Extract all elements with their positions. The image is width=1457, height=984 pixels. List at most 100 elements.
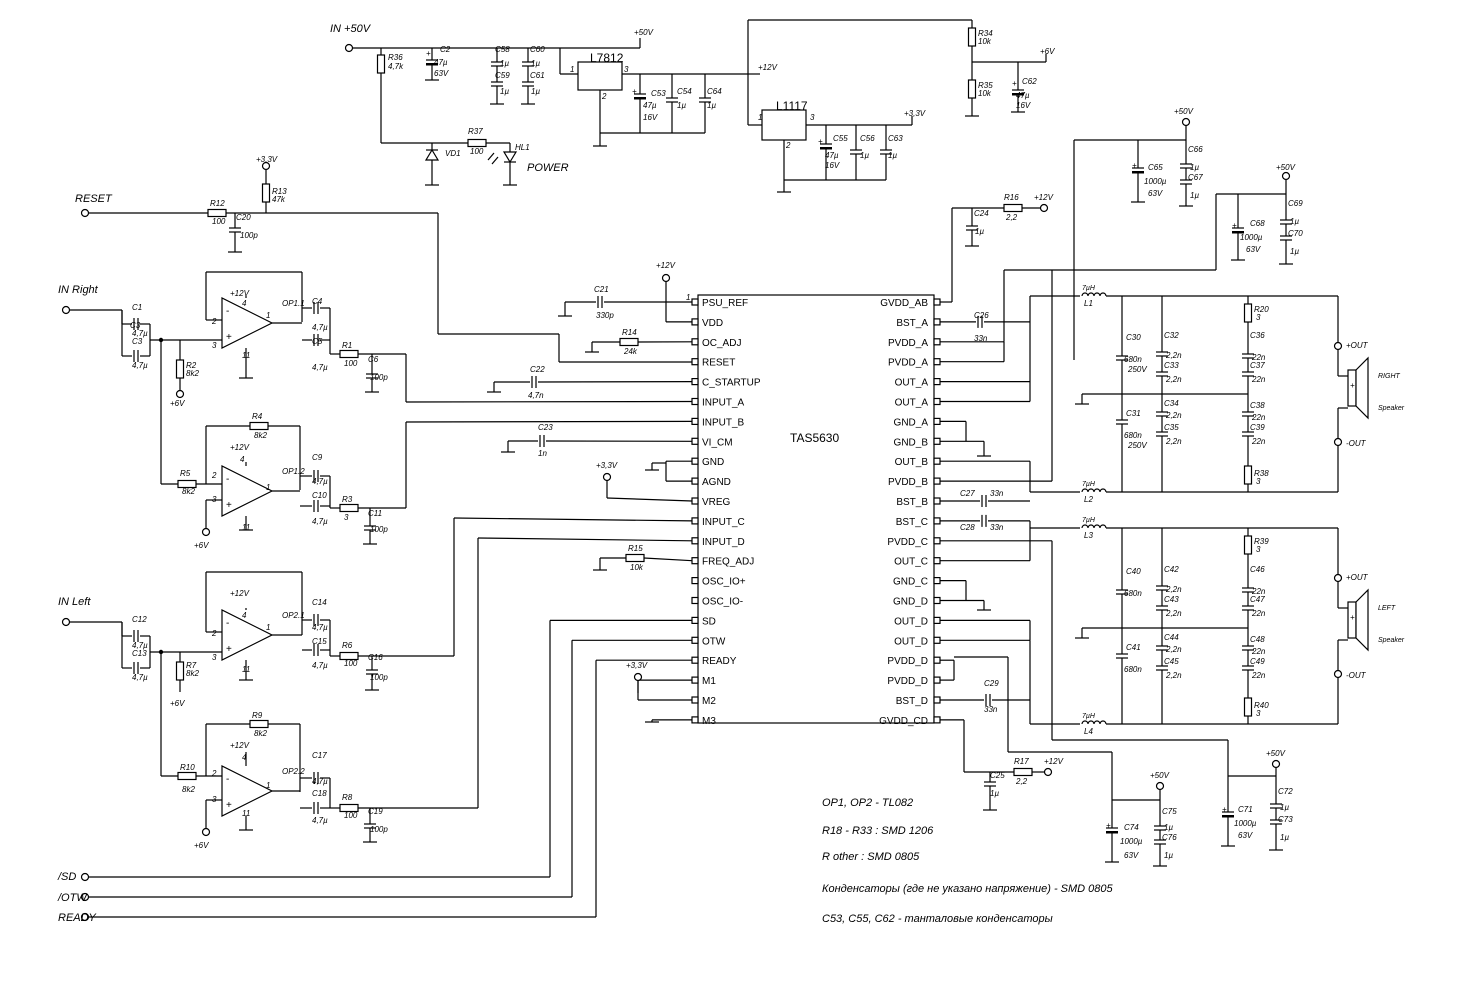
- label: 4,7µ: [312, 816, 328, 825]
- ic-pin: [933, 596, 941, 605]
- label: 100p: [240, 231, 258, 240]
- label: C24: [974, 209, 989, 218]
- label: 22n: [1251, 353, 1266, 362]
- label: 330p: [596, 311, 614, 320]
- label: PVDD_A: [888, 338, 928, 349]
- label: 2: [211, 629, 217, 638]
- label: 1µ: [1290, 247, 1299, 256]
- label: 7µH: [1082, 713, 1096, 720]
- label: OP2.1: [282, 611, 305, 620]
- wire: [606, 497, 693, 502]
- label: 1n: [538, 449, 547, 458]
- label: C59: [495, 71, 510, 80]
- label: IN Left: [58, 596, 91, 608]
- label: +: [226, 800, 232, 811]
- label: 100: [344, 811, 358, 820]
- capacitor-plate: [634, 97, 646, 100]
- label: C46: [1250, 565, 1265, 574]
- wire: [405, 420, 693, 423]
- ic-tas5630: [697, 294, 935, 724]
- inductor: [1081, 488, 1107, 493]
- label: +3,3V: [626, 661, 648, 670]
- label: 1: [266, 311, 270, 320]
- terminal: [602, 472, 612, 482]
- label: 1µ: [707, 101, 716, 110]
- ic-pin: [691, 656, 699, 664]
- label: 63V: [1238, 831, 1253, 840]
- resistor: [967, 79, 977, 99]
- label: +12V: [758, 63, 778, 72]
- ic-pin: [691, 318, 699, 326]
- label: OUT_C: [894, 557, 928, 568]
- label: +12V: [230, 741, 250, 750]
- label: 4: [242, 611, 247, 620]
- label: 1µ: [1280, 833, 1289, 842]
- label: 8k2: [182, 785, 195, 794]
- label: 7µH: [1082, 517, 1096, 524]
- led: [502, 151, 518, 164]
- label: 680n: [1124, 589, 1142, 598]
- resistor: [339, 803, 359, 813]
- label: C67: [1188, 173, 1203, 182]
- label: 10k: [630, 563, 644, 572]
- label: +3,3V: [904, 109, 926, 118]
- ic-pin: [933, 517, 941, 525]
- label: R17: [1014, 757, 1029, 766]
- regulator-l7812: [577, 61, 623, 91]
- ic-pin: [691, 298, 699, 306]
- label: OUT_D: [894, 616, 928, 627]
- label: C20: [236, 213, 251, 222]
- label: +: [1012, 79, 1017, 88]
- label: C9: [312, 453, 323, 462]
- resistor: [339, 651, 359, 661]
- label: OP1.1: [282, 299, 305, 308]
- label: OSC_IO-: [702, 597, 743, 608]
- label: /SD: [57, 871, 76, 883]
- labels: IN +50V+50VR364,7kR37100VD1HL1POWER+C247…: [57, 23, 1405, 925]
- label: 1: [266, 483, 270, 492]
- opamp: [221, 297, 274, 349]
- terminal: [633, 672, 643, 682]
- ic-pin: [691, 397, 699, 406]
- label: 4: [242, 299, 247, 308]
- label: OUT_B: [895, 457, 929, 468]
- label: C48: [1250, 635, 1265, 644]
- label: C35: [1164, 423, 1179, 432]
- capacitor-plate: [1012, 93, 1024, 96]
- label: +: [1222, 805, 1227, 814]
- label: OUT_A: [895, 398, 929, 409]
- label: 680n: [1124, 431, 1142, 440]
- label: 22n: [1251, 413, 1266, 422]
- label: C69: [1288, 199, 1303, 208]
- label: R other : SMD 0805: [822, 851, 920, 863]
- label: VDD: [702, 318, 723, 329]
- label: 22n: [1251, 609, 1266, 618]
- label: R36: [388, 53, 403, 62]
- label: R35: [978, 81, 993, 90]
- ic-pin: [691, 696, 699, 704]
- label: C65: [1148, 163, 1163, 172]
- label: 680n: [1124, 665, 1142, 674]
- label: C36: [1250, 331, 1265, 340]
- label: 16V: [643, 113, 658, 122]
- label: C19: [368, 807, 383, 816]
- label: C45: [1164, 657, 1179, 666]
- label: C60: [530, 45, 545, 54]
- label: C31: [1126, 409, 1141, 418]
- terminal: [261, 161, 271, 171]
- resistor: [1243, 535, 1253, 555]
- label: C64: [707, 87, 722, 96]
- label: 33n: [984, 705, 998, 714]
- light-arrow: [487, 152, 495, 161]
- capacitor-plate: [1222, 815, 1234, 818]
- junction-dot: [158, 337, 164, 343]
- terminal: [1333, 341, 1343, 351]
- inductor: [1081, 292, 1107, 297]
- label: PVDD_C: [887, 537, 928, 548]
- label: C3: [130, 321, 141, 330]
- label: 2,2n: [1165, 411, 1182, 420]
- resistor: [175, 661, 185, 681]
- label: R7: [186, 661, 197, 670]
- label: 3: [212, 495, 217, 504]
